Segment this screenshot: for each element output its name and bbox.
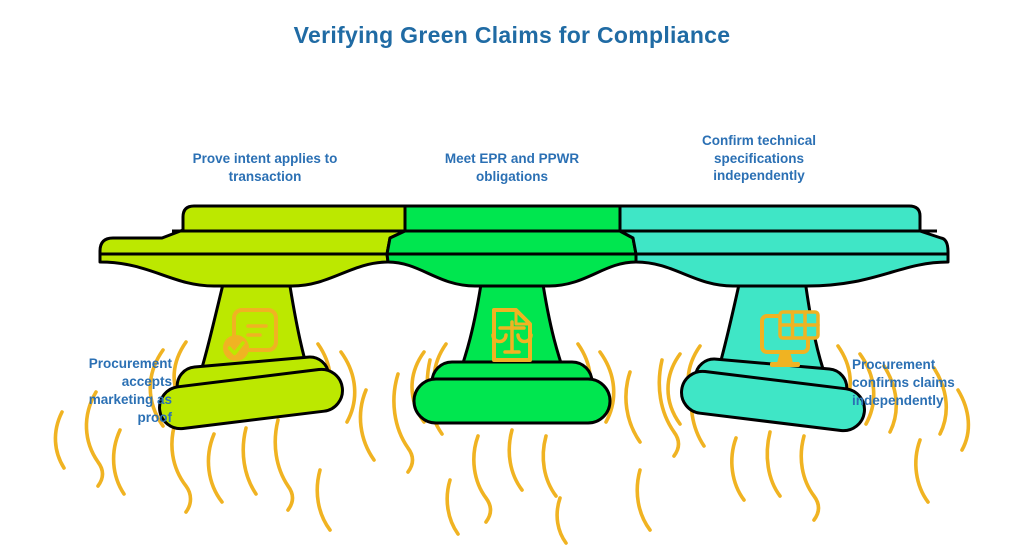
document-scales-icon	[491, 308, 533, 362]
side-note-left: Procurement accepts marketing as proof	[88, 356, 172, 425]
pier-1	[158, 278, 344, 431]
bridge-segment-1	[98, 204, 407, 288]
page-title: Verifying Green Claims for Compliance	[293, 22, 731, 48]
step-label-3: Confirm technical specifications indepen…	[701, 133, 817, 183]
step-label-2: Meet EPR and PPWR obligations	[444, 151, 580, 184]
pier-1-base	[158, 367, 344, 431]
step-label-1: Prove intent applies to transaction	[192, 151, 338, 184]
side-note-right: Procurement confirms claims independentl…	[852, 357, 955, 408]
pier-3	[680, 278, 866, 433]
monitor-grid-icon	[760, 310, 820, 367]
pier-2	[412, 276, 612, 425]
bridge-segment-3	[618, 204, 950, 288]
document-check-icon	[223, 308, 278, 361]
pier-3-base	[680, 369, 866, 433]
wave-lines	[53, 340, 971, 545]
bridge-segment-2	[385, 204, 638, 288]
pier-2-base	[412, 377, 612, 425]
